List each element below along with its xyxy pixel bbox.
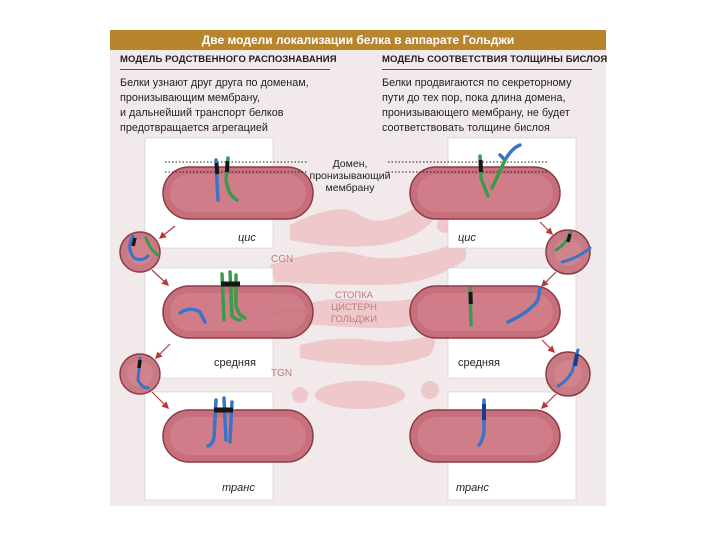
tgn-label: TGN bbox=[271, 368, 293, 379]
left-medial-label: средняя bbox=[214, 357, 256, 369]
figure-title: Две модели локализации белка в аппарате … bbox=[110, 30, 606, 50]
transmembrane-domain-callout: Домен, пронизывающий мембрану bbox=[309, 158, 391, 194]
left-cis-label: цис bbox=[238, 232, 256, 244]
right-model-description: Белки продвигаются по секреторному пути … bbox=[382, 77, 572, 134]
left-trans-label: транс bbox=[222, 482, 255, 494]
golgi-stack-label: СТОПКА ЦИСТЕРН ГОЛЬДЖИ bbox=[330, 290, 378, 325]
right-medial-label: средняя bbox=[458, 357, 500, 369]
center-cis-label: цис bbox=[271, 286, 288, 297]
right-trans-label: транс bbox=[456, 482, 489, 494]
center-medial-label: средняя bbox=[271, 306, 309, 317]
left-model-description: Белки узнают друг друга по доменам, прон… bbox=[120, 77, 309, 134]
right-cis-label: цис bbox=[458, 232, 476, 244]
cgn-label: CGN bbox=[271, 254, 294, 265]
left-heading-rule bbox=[120, 69, 330, 70]
right-heading-rule bbox=[382, 69, 592, 70]
left-model-heading: МОДЕЛЬ РОДСТВЕННОГО РАСПОЗНАВАНИЯ bbox=[120, 54, 337, 65]
center-trans-label: транс bbox=[271, 326, 301, 337]
right-model-heading: МОДЕЛЬ СООТВЕТСТВИЯ ТОЛЩИНЫ БИСЛОЯ bbox=[382, 54, 608, 65]
